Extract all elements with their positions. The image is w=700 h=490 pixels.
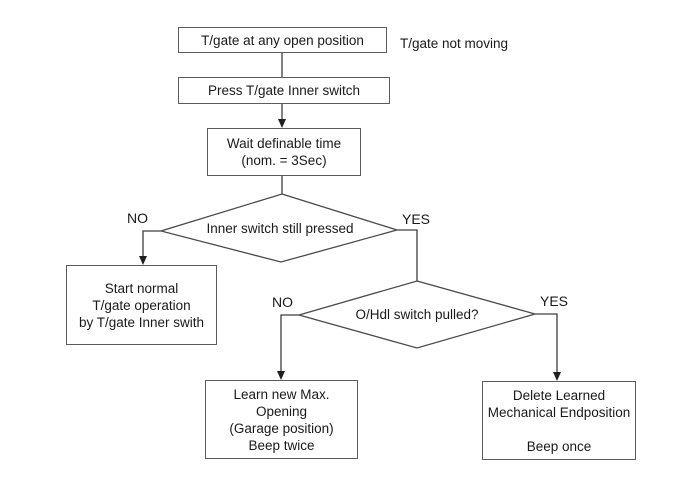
decision1-diamond-shape — [158, 193, 400, 263]
connector-decision2-yes — [535, 313, 558, 374]
node-delete-learned-endposition: Delete Learned Mechanical Endposition Be… — [482, 381, 636, 460]
node-wait-definable-time: Wait definable time (nom. = 3Sec) — [207, 128, 361, 176]
arrowhead-decision2-yes — [553, 372, 561, 381]
node-start-normal-operation-label: Start normal T/gate operation by T/gate … — [78, 280, 205, 330]
note-tgate-not-moving: T/gate not moving — [400, 36, 509, 51]
decision1-inner-switch-pressed: Inner switch still pressed — [206, 221, 354, 236]
node-press-inner-switch-label: Press T/gate Inner switch — [207, 83, 361, 98]
node-delete-learned-endposition-label: Delete Learned Mechanical Endposition Be… — [487, 387, 631, 454]
connector-decision1-yes — [397, 229, 418, 281]
arrowhead-decision1-no — [139, 256, 147, 265]
node-press-inner-switch: Press T/gate Inner switch — [178, 77, 390, 104]
connector-decision1-no — [142, 230, 161, 258]
node-learn-new-max-opening-label: Learn new Max. Opening (Garage position)… — [229, 386, 334, 453]
node-tgate-open-position: T/gate at any open position — [178, 27, 387, 53]
node-tgate-open-position-label: T/gate at any open position — [201, 32, 364, 48]
node-wait-definable-time-label: Wait definable time (nom. = 3Sec) — [226, 136, 342, 168]
node-start-normal-operation: Start normal T/gate operation by T/gate … — [66, 265, 217, 345]
decision2-no-label: NO — [272, 294, 293, 310]
decision2-ohdl-switch-pulled: O/Hdl switch pulled? — [355, 307, 479, 322]
connector-decision2-no — [280, 314, 299, 373]
decision2-diamond-shape — [296, 280, 538, 349]
decision1-yes-label: YES — [402, 211, 431, 227]
decision2-yes-label: YES — [540, 293, 569, 309]
decision1-no-label: NO — [127, 210, 148, 226]
arrowhead-decision2-no — [277, 371, 285, 380]
arrowhead-press-to-wait — [278, 119, 286, 128]
node-learn-new-max-opening: Learn new Max. Opening (Garage position)… — [205, 380, 358, 459]
